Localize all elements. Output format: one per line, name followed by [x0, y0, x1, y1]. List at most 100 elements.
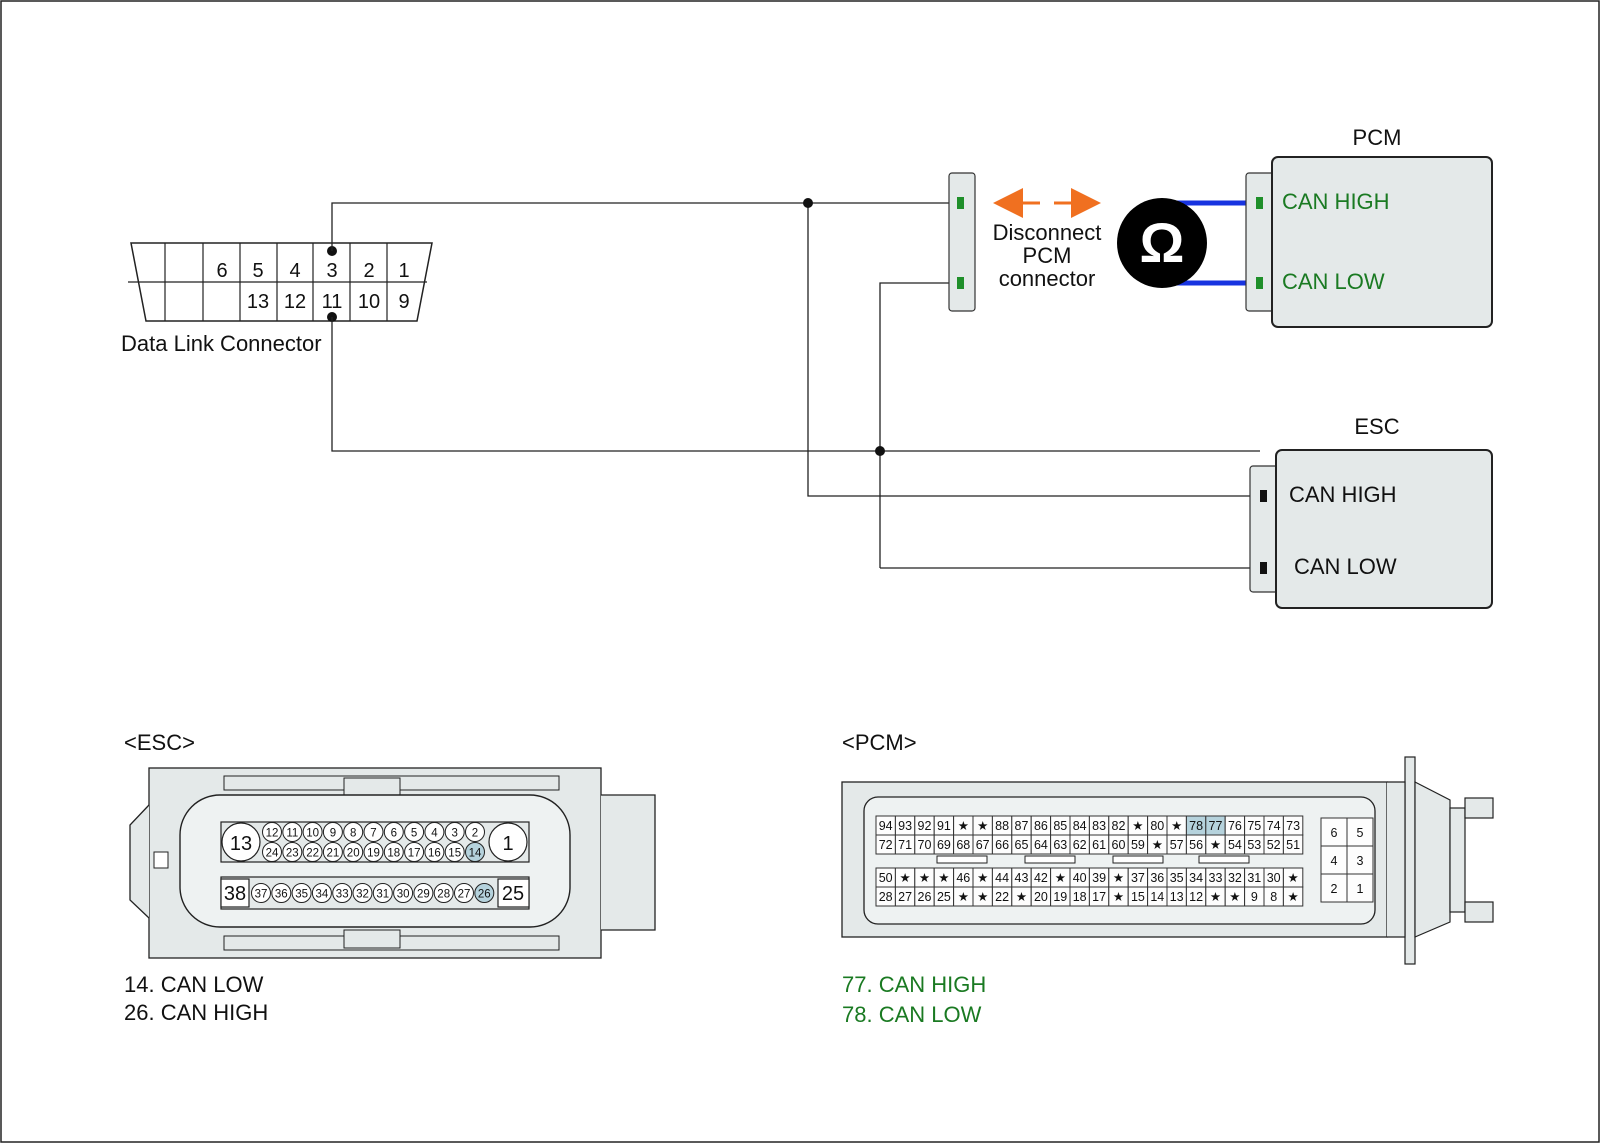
disconnect-note-line3: connector — [999, 266, 1096, 291]
esc-pin — [474, 883, 495, 903]
pcm-pin-label: 93 — [898, 819, 912, 833]
pcm-pin-label: 84 — [1073, 819, 1087, 833]
pcm-pin-label: 88 — [995, 819, 1009, 833]
pcm-pin-label: ★ — [899, 871, 910, 885]
dlc-pin-11: 11 — [322, 291, 343, 313]
pcm-pin-label: 31 — [1247, 871, 1261, 885]
pcm-pin-label: ★ — [1210, 838, 1221, 852]
pcm-pin-label: 69 — [937, 838, 951, 852]
esc-pin-label: 1 — [502, 833, 513, 855]
esc-legend-2: 26. CAN HIGH — [124, 1000, 268, 1025]
pcm-pin-label: 22 — [995, 890, 1009, 904]
disconnect-note-line1: Disconnect — [993, 220, 1102, 245]
esc-pin-label: 36 — [275, 889, 288, 901]
esc-pin-label: 4 — [431, 828, 438, 840]
pcm-can-low-label: CAN LOW — [1282, 269, 1385, 294]
pcm-pin-label: ★ — [1229, 890, 1240, 904]
esc-pin-big-1 — [488, 822, 528, 862]
pcm-side-pin — [1346, 817, 1374, 847]
pcm-pin-label: 85 — [1053, 819, 1067, 833]
dlc-pin-9: 9 — [398, 291, 409, 313]
pcm-side-pin — [1320, 817, 1348, 847]
pcm-pin-label: 36 — [1150, 871, 1164, 885]
esc-pin-big-38 — [220, 878, 250, 908]
esc-pin — [322, 842, 343, 862]
pcm-pin-label: 40 — [1073, 871, 1087, 885]
data-link-connector: 6 5 4 3 2 1 13 12 11 10 9 — [128, 242, 433, 322]
esc-pin-label: 6 — [391, 828, 397, 840]
pcm-pin-label: 94 — [879, 819, 893, 833]
pcm-pin-label: 73 — [1286, 819, 1300, 833]
esc-pin — [291, 883, 312, 903]
pcm-pin-label: ★ — [1016, 890, 1027, 904]
dlc-pin-5: 5 — [252, 260, 263, 282]
esc-pin-label: 16 — [428, 848, 441, 860]
pcm-pin-label: 37 — [1131, 871, 1145, 885]
pcm-pin-label: 61 — [1092, 838, 1106, 852]
pcm-pin-label: 59 — [1131, 838, 1145, 852]
ohm-icon: Ω — [1140, 211, 1185, 274]
pcm-pin-label: 15 — [1131, 890, 1145, 904]
esc-module-title: ESC — [1354, 414, 1399, 439]
pcm-pin-label: 44 — [995, 871, 1009, 885]
pcm-pin — [1282, 834, 1304, 855]
pcm-side-pin-label: 6 — [1331, 826, 1338, 840]
esc-pin-label: 24 — [266, 848, 279, 860]
esc-pin-label: 30 — [397, 889, 410, 901]
pcm-side-pin — [1346, 873, 1374, 903]
pcm-pin-label: 56 — [1189, 838, 1203, 852]
esc-pin — [444, 842, 465, 862]
pcm-pin-label: ★ — [958, 819, 969, 833]
esc-pin — [322, 822, 343, 842]
dlc-pin-6: 6 — [216, 260, 227, 282]
pcm-pin-label: ★ — [977, 890, 988, 904]
esc-pin — [383, 842, 404, 862]
pcm-pin-label: 53 — [1247, 838, 1261, 852]
esc-pin-label: 34 — [316, 889, 329, 901]
pcm-pin-label: ★ — [1287, 871, 1298, 885]
esc-pin — [404, 822, 425, 842]
pcm-pin-label: ★ — [919, 871, 930, 885]
pcm-pin-label: 92 — [918, 819, 932, 833]
esc-pin-label: 32 — [356, 889, 369, 901]
dlc-pin-13: 13 — [247, 291, 269, 313]
pcm-pin-label: 78 — [1189, 819, 1203, 833]
esc-pin — [363, 842, 384, 862]
pcm-pin-label: 43 — [1015, 871, 1029, 885]
pcm-pin-label: 12 — [1189, 890, 1203, 904]
pcm-module — [1245, 156, 1493, 328]
esc-pin-label: 14 — [469, 848, 482, 860]
esc-pin-label: 37 — [255, 889, 268, 901]
pcm-pin-label: ★ — [958, 890, 969, 904]
esc-pin-label: 23 — [286, 848, 299, 860]
esc-pin — [465, 842, 485, 862]
pcm-side-pin-label: 4 — [1331, 854, 1338, 868]
pcm-pin-label: 70 — [918, 838, 932, 852]
esc-pin — [262, 842, 282, 862]
esc-pin — [424, 842, 445, 862]
esc-pin — [465, 822, 485, 842]
pcm-pin-label: 51 — [1286, 838, 1300, 852]
pcm-pin-label: 67 — [976, 838, 990, 852]
pcm-side-pin — [1346, 845, 1374, 875]
esc-pin-label: 9 — [330, 828, 336, 840]
pcm-can-high-label: CAN HIGH — [1282, 189, 1390, 214]
esc-pin-label: 25 — [502, 883, 524, 905]
esc-module — [1249, 449, 1493, 609]
esc-pin — [444, 822, 465, 842]
pcm-pin-label: 65 — [1015, 838, 1029, 852]
esc-pin — [282, 842, 303, 862]
pcm-pin-label: 52 — [1267, 838, 1281, 852]
esc-pin-label: 33 — [336, 889, 349, 901]
pcm-pin-label: 32 — [1228, 871, 1242, 885]
esc-pin-label: 2 — [472, 828, 478, 840]
pcm-pin-label: ★ — [1113, 871, 1124, 885]
pcm-legend-1: 77. CAN HIGH — [842, 972, 986, 997]
esc-pin-label: 7 — [370, 828, 376, 840]
dlc-label: Data Link Connector — [121, 331, 322, 356]
esc-pin-label: 19 — [367, 848, 380, 860]
pcm-pin-label: 25 — [937, 890, 951, 904]
